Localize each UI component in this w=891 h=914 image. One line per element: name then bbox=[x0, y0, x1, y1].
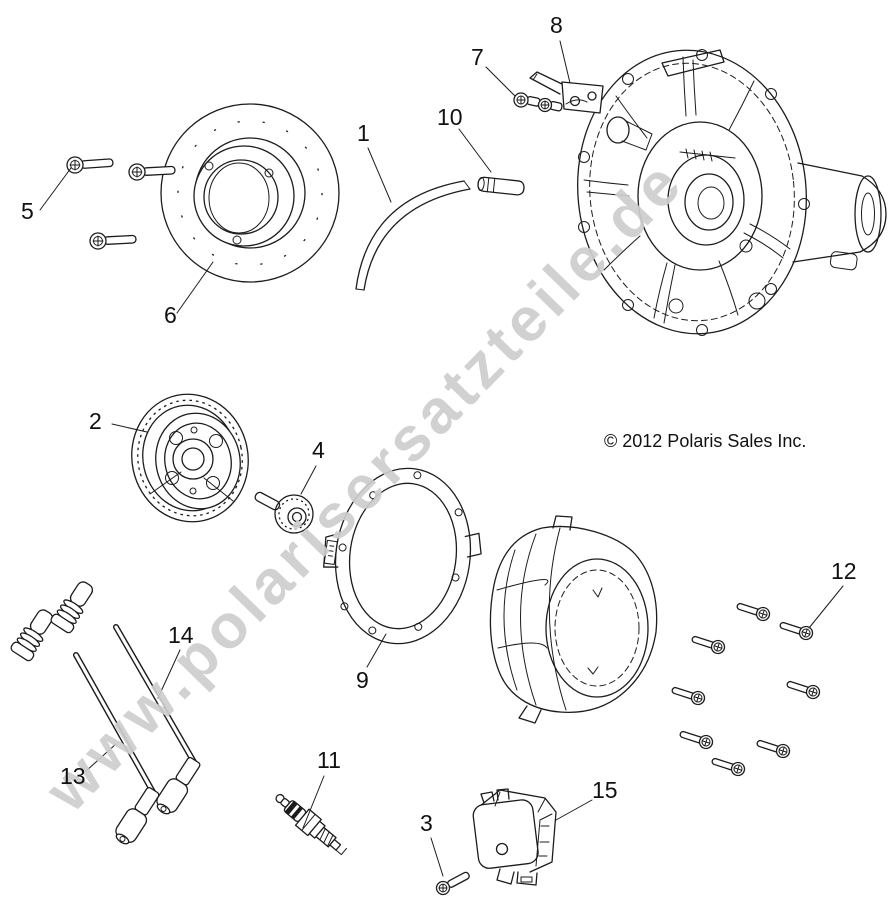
spark-plug-wire-drawing-14 bbox=[50, 581, 201, 815]
gasket-drawing bbox=[323, 467, 482, 645]
callout-9: 9 bbox=[356, 667, 369, 693]
callout-14: 14 bbox=[168, 622, 194, 648]
copyright-text: © 2012 Polaris Sales Inc. bbox=[604, 431, 807, 451]
callout-10: 10 bbox=[437, 104, 463, 130]
flywheel-drawing bbox=[131, 393, 249, 523]
dowel-pin-drawing bbox=[477, 176, 525, 196]
stator-drawing bbox=[160, 103, 340, 283]
callout-5: 5 bbox=[21, 198, 34, 224]
callout-leader-lines bbox=[39, 40, 844, 877]
screw-drawing-3 bbox=[435, 871, 470, 896]
callout-12: 12 bbox=[831, 558, 857, 584]
callout-11: 11 bbox=[317, 747, 341, 773]
screw-drawing-5 bbox=[66, 156, 176, 250]
spark-plug-wire-drawing-13 bbox=[10, 609, 160, 845]
screw-cluster-drawing bbox=[671, 602, 821, 777]
callout-6: 6 bbox=[164, 302, 177, 328]
bracket-drawing bbox=[529, 71, 604, 114]
callout-13: 13 bbox=[60, 763, 86, 789]
screw-drawing-7 bbox=[513, 92, 563, 113]
callout-4: 4 bbox=[312, 437, 325, 463]
callout-15: 15 bbox=[592, 777, 618, 803]
callout-7: 7 bbox=[471, 44, 484, 70]
gear-drawing bbox=[254, 491, 314, 534]
callout-8: 8 bbox=[550, 12, 563, 38]
ignition-coil-drawing bbox=[472, 788, 557, 886]
callout-1: 1 bbox=[357, 120, 370, 146]
callout-3: 3 bbox=[420, 810, 433, 836]
crankcase-cover-drawing bbox=[577, 49, 887, 336]
spark-plug-drawing bbox=[275, 793, 348, 856]
stator-cover-drawing bbox=[489, 515, 658, 724]
callout-2: 2 bbox=[89, 408, 102, 434]
o-ring-drawing bbox=[355, 180, 471, 291]
